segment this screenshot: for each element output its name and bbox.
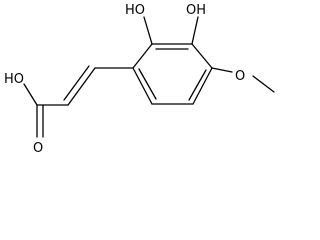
bond-c4-o [211,67,233,73]
atom-label-acid-oh: HO [4,72,24,87]
bond-c2-oh [143,16,153,45]
ring-bond-c4-c5-inner [188,69,207,101]
ring-bond-c1-c2 [132,43,153,69]
bond-alpha-beta-double [63,65,90,101]
bond-carboxyl-oh [23,83,38,106]
atom-label-acid-o: O [33,141,43,155]
atom-label-oh-3: OH [186,3,206,18]
structure-drawing: HO O HO OH O [4,3,275,155]
bond-o-ch3 [252,75,275,93]
molecule-canvas: HO O HO OH O [4,3,275,155]
ring-bond-c4-c5 [192,67,213,105]
bond-alpha-beta [67,67,96,106]
ring-bond-c3-c4 [191,43,213,69]
atom-label-methoxy-o: O [235,69,245,84]
ring-bond-c6-c1-inner [138,68,157,100]
bond-c3-oh [191,16,199,45]
atom-label-oh-2: HO [125,3,145,18]
ring-bond-c6-c1 [132,67,153,105]
